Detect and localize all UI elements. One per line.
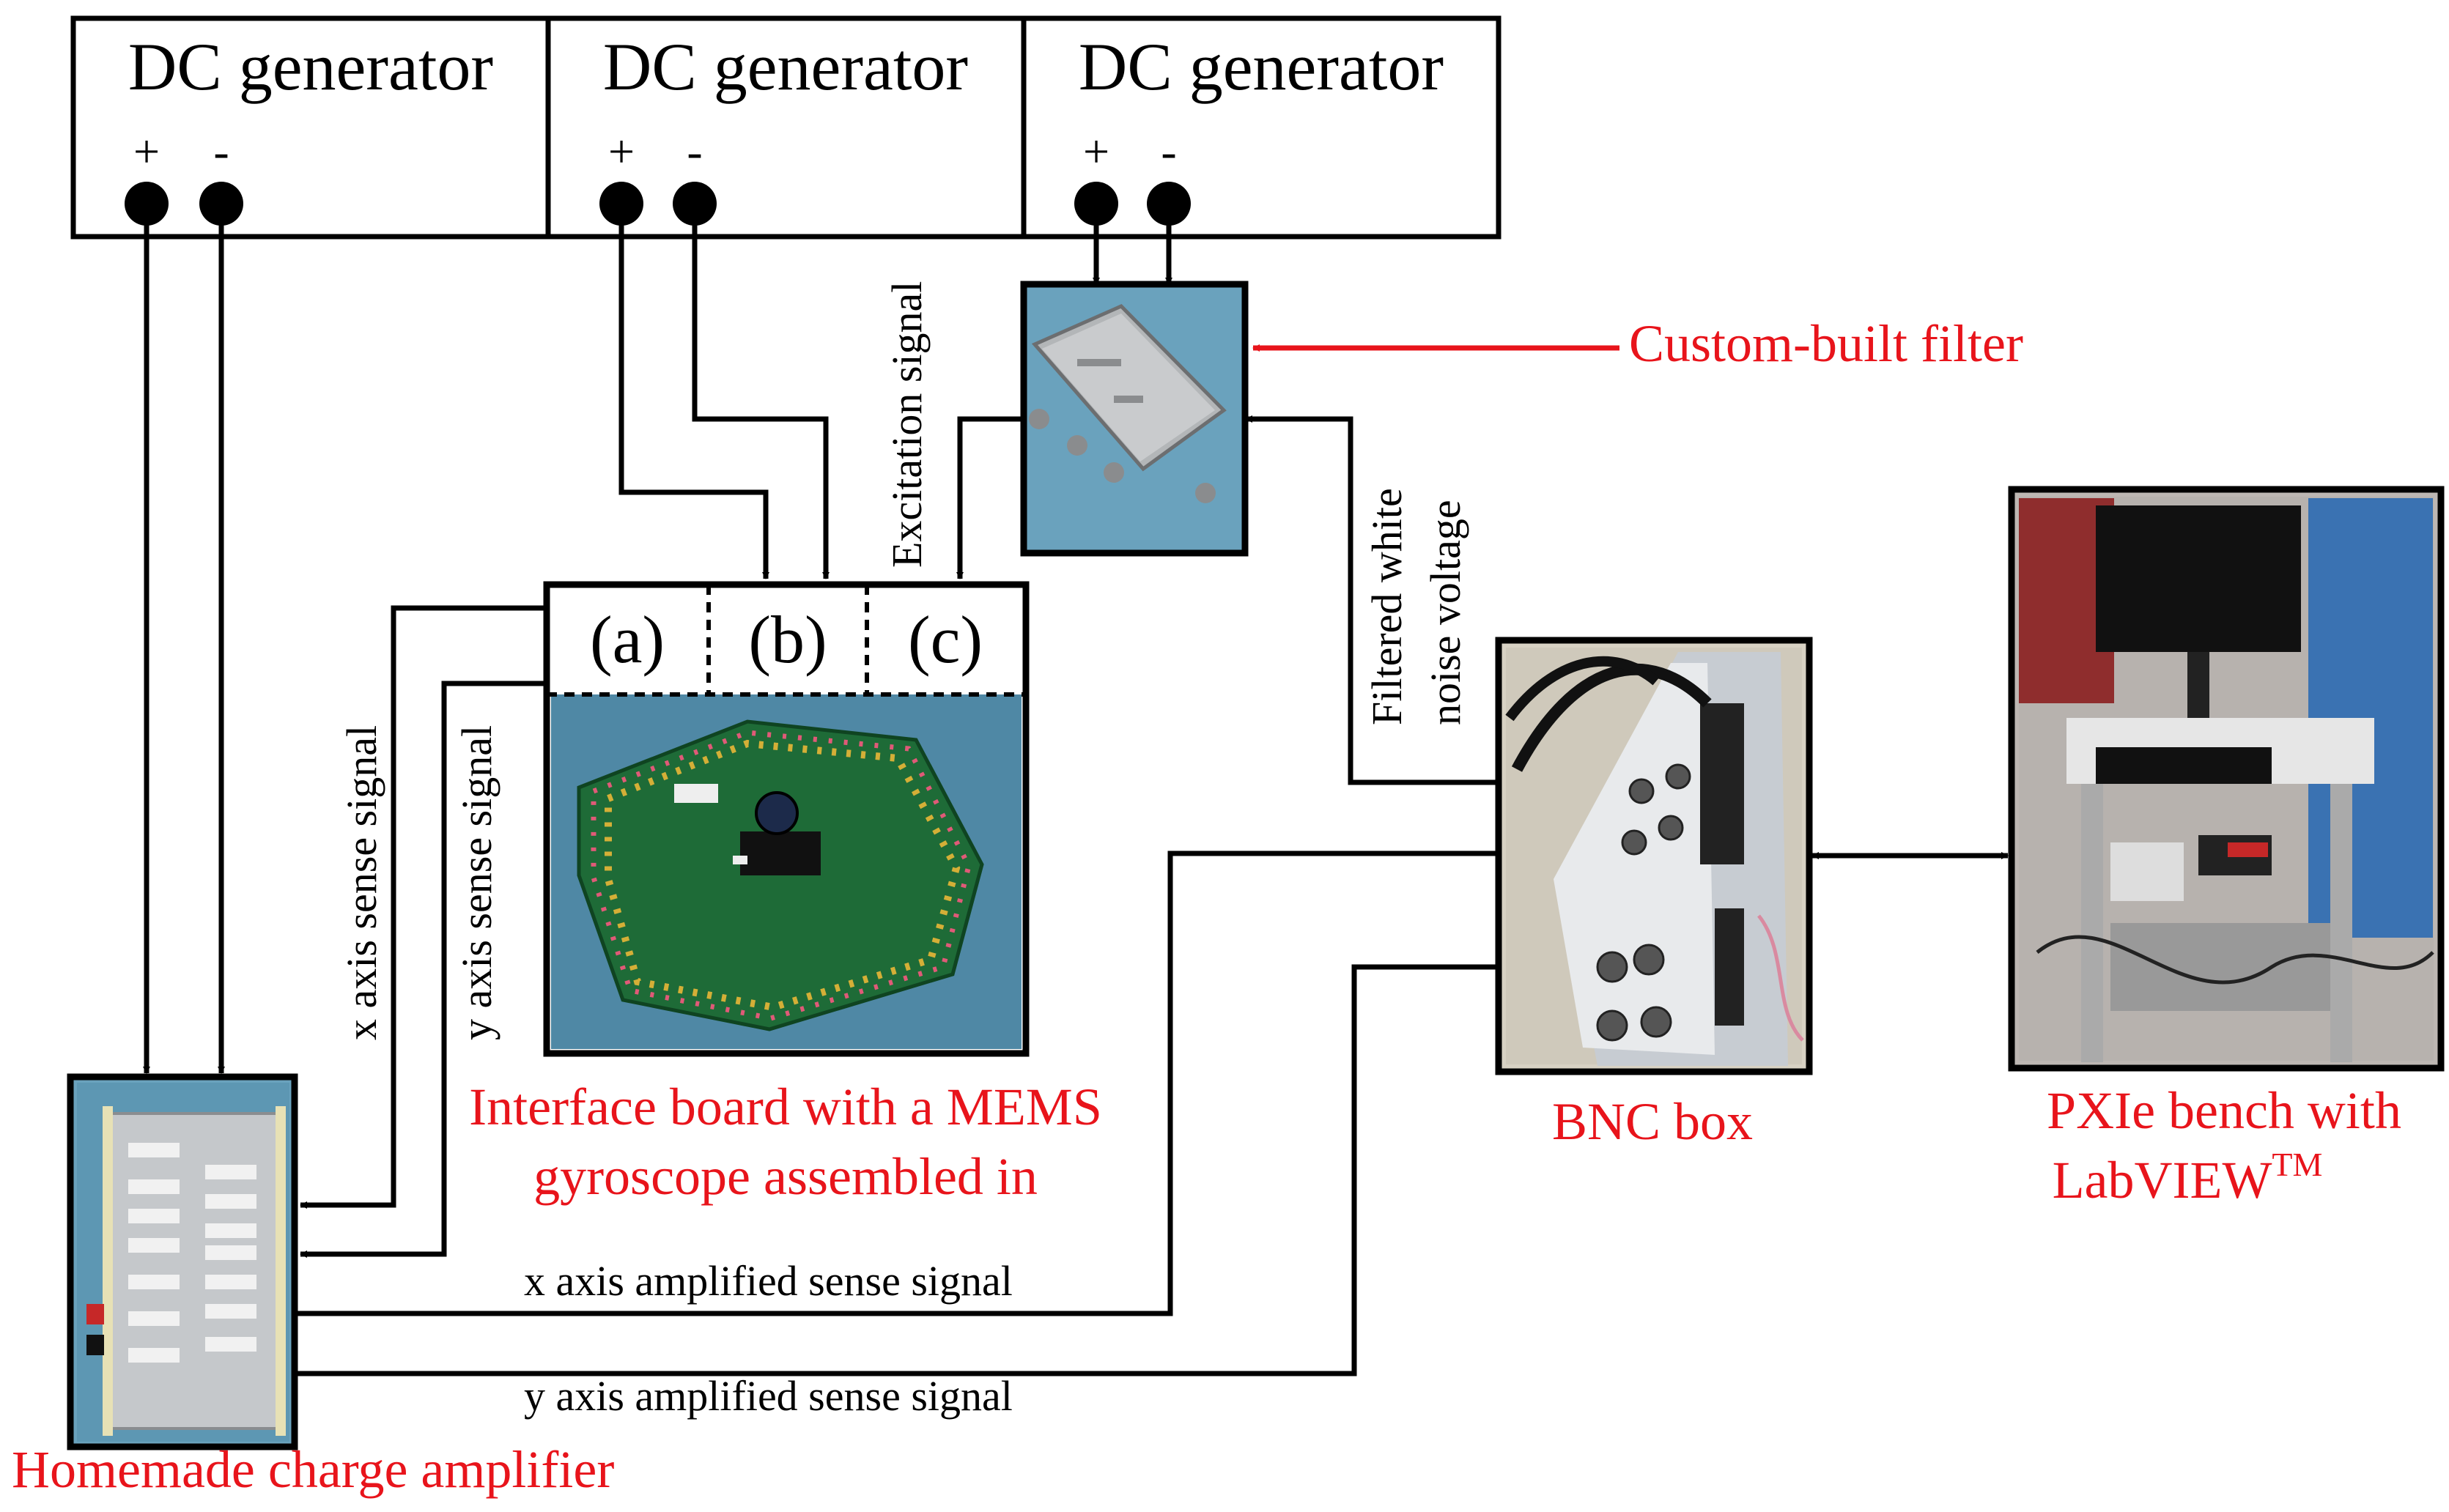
- filtered-noise-label-line1: Filtered white: [1363, 488, 1411, 725]
- pxie-label-line1: PXIe bench with: [2047, 1081, 2401, 1140]
- interface-board: [543, 581, 1030, 1057]
- amplifier-label: Homemade charge amplifier: [12, 1440, 614, 1499]
- wire-x-amplified: [295, 850, 1503, 1316]
- gen1-plus-label: +: [133, 125, 160, 177]
- wires: [143, 212, 2009, 1376]
- bnc-box-photo: [1495, 637, 1813, 1075]
- filter-photo: [1020, 281, 1249, 557]
- terminal-dots: [125, 182, 1191, 226]
- dc-generator-3-label: DC generator: [1079, 29, 1444, 104]
- board-label-line1: Interface board with a MEMS: [469, 1078, 1102, 1136]
- y-amplified-signal-label: y axis amplified sense signal: [524, 1372, 1013, 1420]
- port-c-label: (c): [908, 602, 983, 677]
- filter-label: Custom-built filter: [1629, 314, 2023, 373]
- wire-bnc-to-filter: [1245, 415, 1502, 785]
- excitation-signal-label: Excitation signal: [883, 281, 931, 568]
- wire-gen2-minus-to-port-b: [692, 212, 830, 579]
- pxie-labview-text: LabVIEW: [2053, 1151, 2272, 1209]
- x-sense-signal-label: x axis sense signal: [338, 725, 385, 1040]
- board-label-line2: gyroscope assembled in: [533, 1147, 1038, 1206]
- x-amplified-signal-label: x axis amplified sense signal: [524, 1257, 1013, 1305]
- wire-x-sense: [300, 605, 546, 1209]
- filtered-noise-label-line2: noise voltage: [1422, 500, 1469, 725]
- dc-generator-row: [70, 15, 1501, 240]
- pxie-label-line2: LabVIEWTM: [2053, 1146, 2323, 1209]
- pxie-bench-photo: [2008, 486, 2445, 1072]
- y-sense-signal-label: y axis sense signal: [453, 725, 500, 1040]
- charge-amplifier-photo: [67, 1073, 298, 1450]
- gen3-minus-label: -: [1161, 125, 1176, 177]
- dc-generator-1-label: DC generator: [128, 29, 493, 104]
- wire-filter-to-port-c: [956, 416, 1026, 579]
- port-a-label: (a): [590, 602, 665, 677]
- wire-y-amplified: [295, 963, 1503, 1376]
- wire-gen2-plus-to-port-b: [618, 212, 769, 579]
- dc-generator-2-label: DC generator: [603, 29, 968, 104]
- gen3-plus-label: +: [1083, 125, 1109, 177]
- gen1-minus-label: -: [213, 125, 229, 177]
- gen2-plus-label: +: [608, 125, 635, 177]
- port-b-label: (b): [748, 602, 827, 677]
- bnc-label: BNC box: [1552, 1092, 1753, 1151]
- pxie-trademark-superscript: TM: [2272, 1146, 2322, 1183]
- wire-y-sense: [300, 681, 546, 1258]
- gen2-minus-label: -: [687, 125, 702, 177]
